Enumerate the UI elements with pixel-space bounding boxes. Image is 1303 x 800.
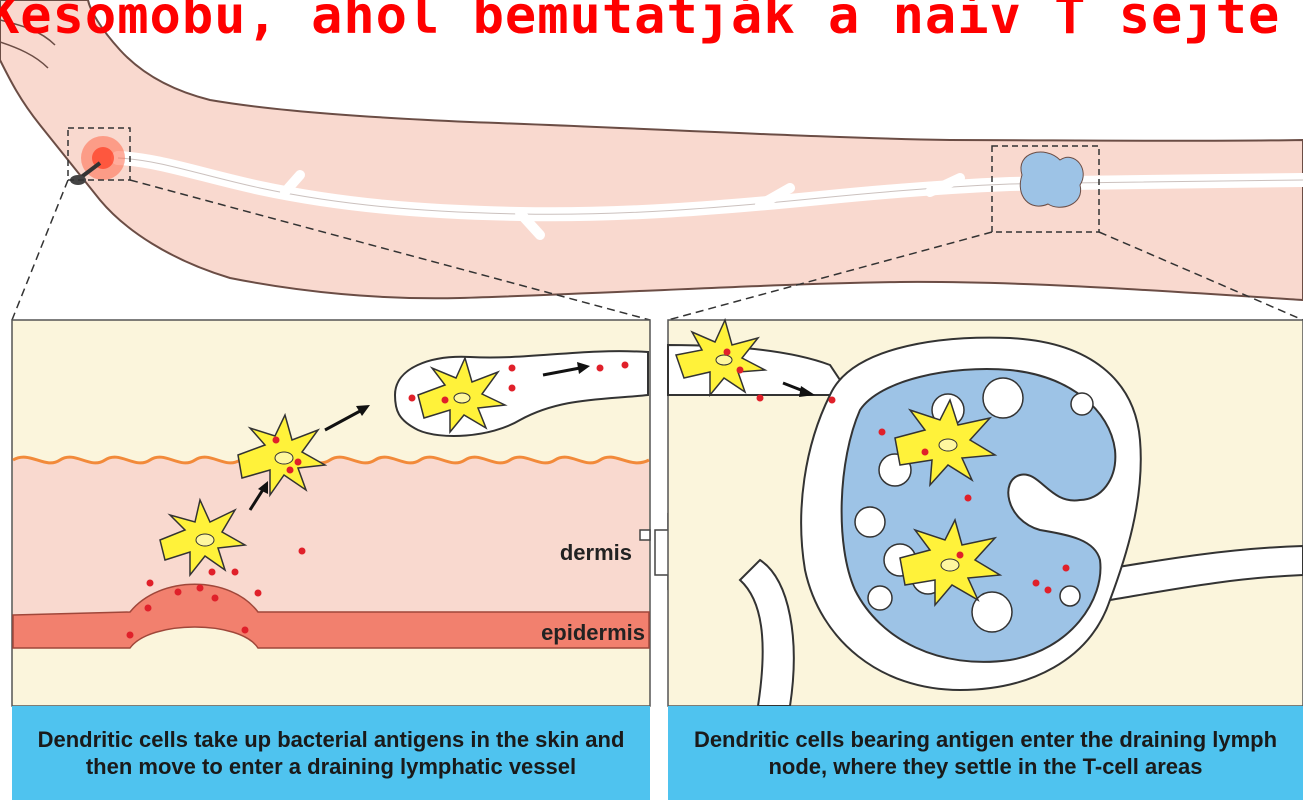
page-title: Kesomobu, ahol bemutatják a naív T sejte <box>0 0 1303 46</box>
caption-skin: Dendritic cells take up bacterial antige… <box>12 706 650 800</box>
lymph-node-panel <box>668 320 1303 706</box>
epidermis-label: epidermis <box>541 620 645 645</box>
dermis-label: dermis <box>560 540 632 565</box>
leg-illustration <box>0 0 1303 320</box>
skin-panel: dermis epidermis <box>12 320 650 706</box>
caption-lymph-node: Dendritic cells bearing antigen enter th… <box>668 706 1303 800</box>
